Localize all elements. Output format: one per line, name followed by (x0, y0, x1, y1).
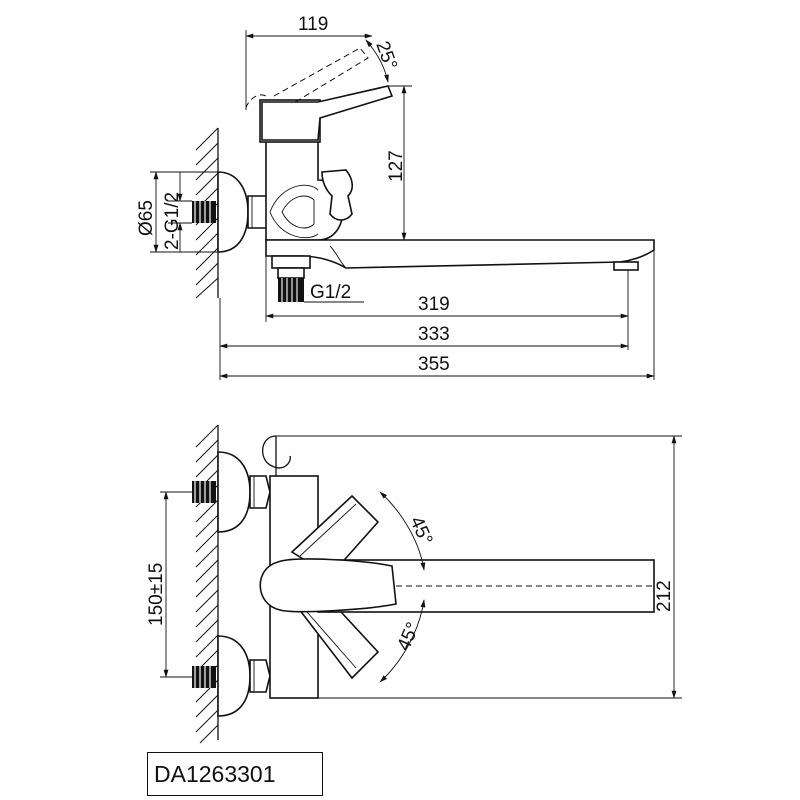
dim-center-distance-label: 150±15 (146, 563, 167, 626)
product-code: DA1263301 (147, 752, 323, 796)
dim-flange-diameter-label: Ø65 (136, 200, 157, 236)
dim-spout-length-b-label: 333 (418, 324, 450, 345)
top-view: 119 25° 127 Ø65 2-G1/2 G1/2 (136, 14, 655, 380)
inlet-lower-front (192, 635, 271, 717)
dim-overall-length-label: 355 (418, 354, 450, 375)
dim-height-label: 127 (386, 150, 407, 182)
lever-alt-position (245, 94, 267, 109)
dim-inlet-thread-label: 2-G1/2 (162, 192, 183, 250)
wall-hatch-front (195, 424, 219, 744)
dim-handle-reach: 119 (245, 14, 373, 110)
lever-handle (261, 85, 394, 141)
dim-swivel-angle-top-label: 45° (405, 513, 436, 548)
lever-front (259, 558, 397, 613)
dim-outlet-thread-label: G1/2 (310, 282, 351, 303)
dim-height: 127 (386, 85, 412, 241)
dim-spout-length-a-label: 319 (418, 294, 450, 315)
dim-total-height-label: 212 (654, 580, 675, 612)
dim-flange: Ø65 2-G1/2 (136, 171, 218, 253)
dim-lengths: 319 333 355 (219, 250, 655, 380)
inlet-thread-top (192, 201, 216, 223)
dim-outlet-thread: G1/2 (304, 282, 364, 303)
front-view: 45° 45° 150±15 212 (146, 424, 682, 744)
dim-total-height: 212 (276, 435, 682, 699)
shower-outlet-collar (271, 255, 311, 269)
inlet-upper-front (192, 451, 271, 533)
dim-lever-angle-label: 25° (371, 39, 401, 73)
shower-outlet-nut (277, 267, 305, 279)
escutcheon-top (217, 171, 249, 253)
spout-top (265, 239, 655, 269)
dim-swivel-angle-bottom-label: 45° (393, 619, 424, 654)
dim-lever-angle: 25° (365, 39, 401, 83)
dim-handle-reach-label: 119 (298, 14, 328, 35)
diverter-knob (321, 169, 354, 221)
shower-hook (262, 435, 291, 469)
aerator-top (613, 261, 639, 271)
dim-center-distance: 150±15 (146, 491, 192, 678)
